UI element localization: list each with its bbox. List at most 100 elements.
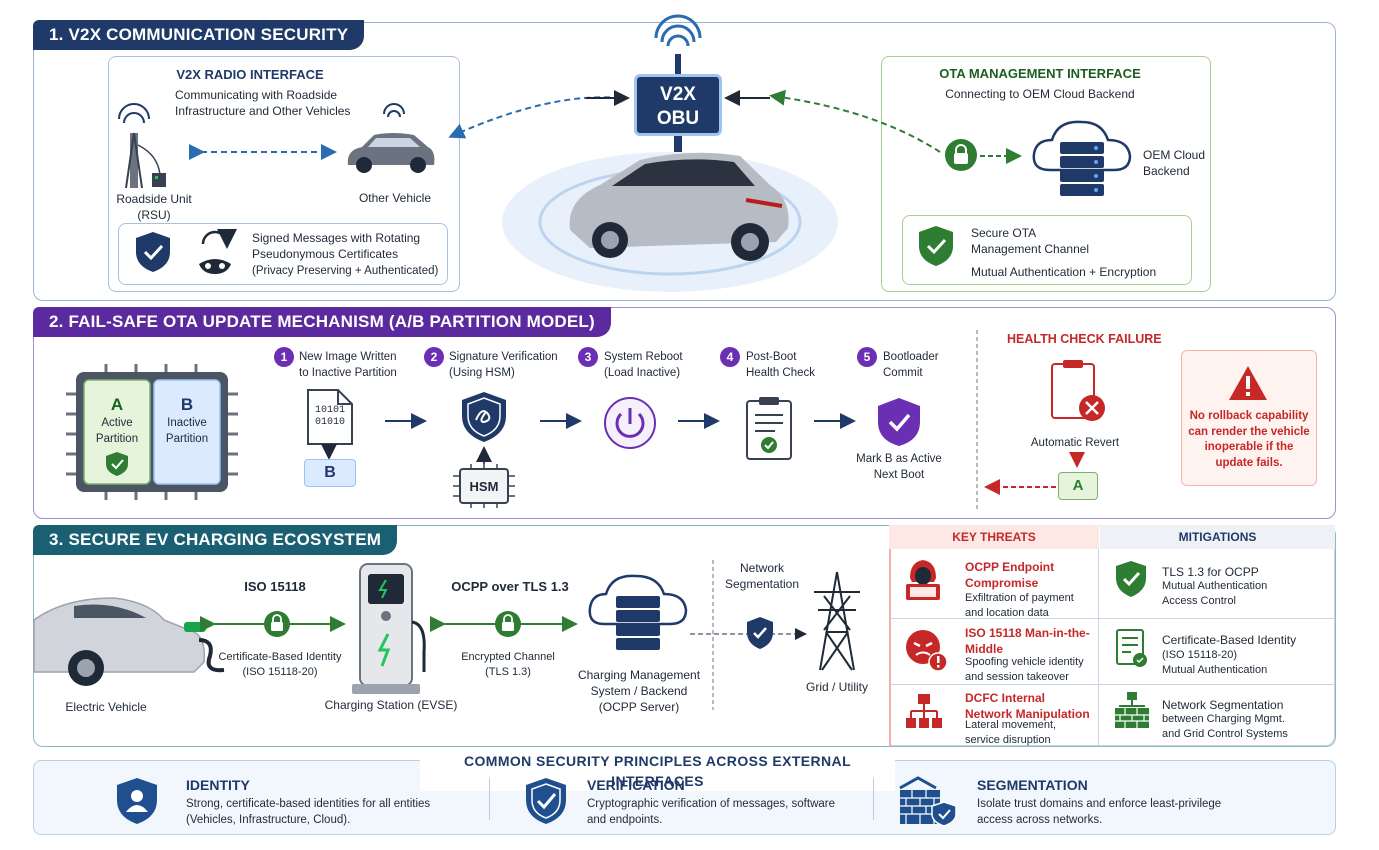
certificate-icon <box>1116 629 1147 667</box>
health-failure-title: HEALTH CHECK FAILURE <box>1007 332 1162 346</box>
mitigation-3-desc: between Charging Mgmt. and Grid Control … <box>1162 713 1288 740</box>
signed-messages-text: Signed Messages with Rotating Pseudonymo… <box>252 231 421 262</box>
iso-label: ISO 15118 <box>244 579 306 594</box>
principle-divider-2 <box>873 778 874 820</box>
ota-subtitle: Connecting to OEM Cloud Backend <box>945 87 1135 101</box>
threat-3-title: DCFC Internal Network Manipulation <box>965 691 1090 722</box>
binary-file-icon <box>307 389 353 445</box>
green-lock-icon <box>945 139 977 171</box>
step-3-number: 3 <box>578 347 598 367</box>
partition-b-label: Inactive Partition <box>165 417 209 445</box>
threat-1-desc: Exfiltration of payment and location dat… <box>965 592 1074 619</box>
binary-text: 10101 01010 <box>314 405 345 428</box>
flow-arrow-4 <box>814 413 856 429</box>
netseg-shield-icon <box>747 617 773 649</box>
cloud-server-icon <box>1032 120 1132 196</box>
flow-arrow-2 <box>540 413 582 429</box>
obu-connector <box>674 136 682 152</box>
threats-column <box>889 525 1099 746</box>
failure-clipboard-icon <box>1051 360 1105 421</box>
obu-box: V2X OBU <box>634 74 722 136</box>
verification-icon <box>526 778 566 824</box>
netseg-label: Network Segmentation <box>724 561 800 592</box>
mitm-icon <box>906 630 948 672</box>
mitigation-3-title: Network Segmentation <box>1162 698 1284 712</box>
step-3-label: System Reboot (Load Inactive) <box>604 351 683 379</box>
threat-2-title: ISO 15118 Man-in-the-Middle <box>965 626 1090 657</box>
chip-partitions-icon <box>66 364 238 500</box>
rotating-mask-icon <box>199 228 237 274</box>
obu-in-right-arrow <box>724 90 770 106</box>
section-v2x-title: 1. V2X COMMUNICATION SECURITY <box>33 20 365 50</box>
step-4-label: Post-Boot Health Check <box>746 351 816 379</box>
iso-lock-icon <box>264 611 290 637</box>
network-icon <box>906 694 942 728</box>
threat-1-title: OCPP Endpoint Compromise <box>965 560 1055 591</box>
mitigation-2-desc: (ISO 15118-20) Mutual Authentication <box>1162 649 1268 676</box>
signed-messages-box <box>118 223 448 285</box>
signature-shield-icon <box>462 392 506 442</box>
table-row-divider-2 <box>889 684 1335 685</box>
step-5-number: 5 <box>857 347 877 367</box>
principle-2-desc: Cryptographic verification of messages, … <box>587 798 835 826</box>
partition-a-label: Active Partition <box>95 417 139 445</box>
hsm-to-shield-arrow <box>476 446 492 464</box>
cloud-backend-label: OEM Cloud Backend <box>1143 148 1206 179</box>
partition-a: A <box>110 395 124 414</box>
ocpp-lock-icon <box>495 611 521 637</box>
green-shield-icon <box>919 226 953 266</box>
ocpp-note: Encrypted Channel (TLS 1.3) <box>461 651 555 678</box>
section-ota <box>33 307 1336 519</box>
grid-tower-icon <box>814 571 860 671</box>
revert-a-box: A <box>1058 472 1098 500</box>
rsu-label: Roadside Unit (RSU) <box>116 192 192 223</box>
step-1-number: 1 <box>274 347 294 367</box>
radio-title: V2X RADIO INTERFACE <box>176 67 324 82</box>
power-icon <box>604 397 656 449</box>
v2x-link-arrow <box>189 144 337 160</box>
hsm-label: HSM <box>469 479 499 494</box>
section-ota-title: 2. FAIL-SAFE OTA UPDATE MECHANISM (A/B P… <box>33 307 611 337</box>
obu-in-left-arrow <box>586 90 630 106</box>
obu-label: V2X OBU <box>656 84 700 129</box>
mitigation-shield-icon <box>1116 561 1146 597</box>
channel-note: Mutual Authentication + Encryption <box>971 265 1157 279</box>
rsu-tower-icon <box>118 103 166 189</box>
identity-icon <box>117 778 157 824</box>
table-row-divider-1 <box>889 618 1335 619</box>
section-ev-title: 3. SECURE EV CHARGING ECOSYSTEM <box>33 525 398 555</box>
signed-messages-note: (Privacy Preserving + Authenticated) <box>252 265 439 277</box>
backend-to-grid-arrow <box>690 628 807 640</box>
lock-to-cloud-arrow <box>980 148 1022 164</box>
principle-3-title: SEGMENTATION <box>977 777 1088 793</box>
partition-b: B <box>180 395 194 414</box>
threat-3-desc: Lateral movement, service disruption <box>965 719 1057 746</box>
firewall-network-icon <box>1115 692 1149 728</box>
obu-antenna-icon <box>654 14 702 74</box>
secure-channel-box <box>902 215 1192 285</box>
principle-1-title: IDENTITY <box>186 777 250 793</box>
mark-b-label: Mark B as Active Next Boot <box>856 453 942 481</box>
step-5-label: Bootloader Commit <box>883 351 939 379</box>
mitigation-1-title: TLS 1.3 for OCPP <box>1162 565 1259 579</box>
iso-note: Certificate-Based Identity (ISO 15118-20… <box>218 651 342 678</box>
threat-2-desc: Spoofing vehicle identity and session ta… <box>965 656 1084 683</box>
principles-title: COMMON SECURITY PRINCIPLES ACROSS EXTERN… <box>420 751 895 791</box>
evse-label: Charging Station (EVSE) <box>324 698 458 712</box>
hacker-icon <box>906 560 940 600</box>
warning-triangle-icon <box>1229 366 1267 400</box>
file-to-b-arrow <box>321 444 337 460</box>
other-vehicle-label: Other Vehicle <box>358 191 432 205</box>
shield-check-icon <box>136 232 170 272</box>
threats-header: KEY THREATS <box>889 525 1099 549</box>
mitigations-header: MITIGATIONS <box>1100 525 1335 549</box>
ev-label: Electric Vehicle <box>65 700 147 714</box>
step-2-number: 2 <box>424 347 444 367</box>
charging-station-icon <box>352 563 426 694</box>
mitigation-1-desc: Mutual Authentication Access Control <box>1162 580 1268 607</box>
netseg-divider <box>712 560 714 710</box>
principle-2-title: VERIFICATION <box>587 777 685 793</box>
electric-vehicle-image <box>33 597 225 686</box>
revert-left-arrow <box>984 479 1056 495</box>
divider-line <box>976 330 978 512</box>
